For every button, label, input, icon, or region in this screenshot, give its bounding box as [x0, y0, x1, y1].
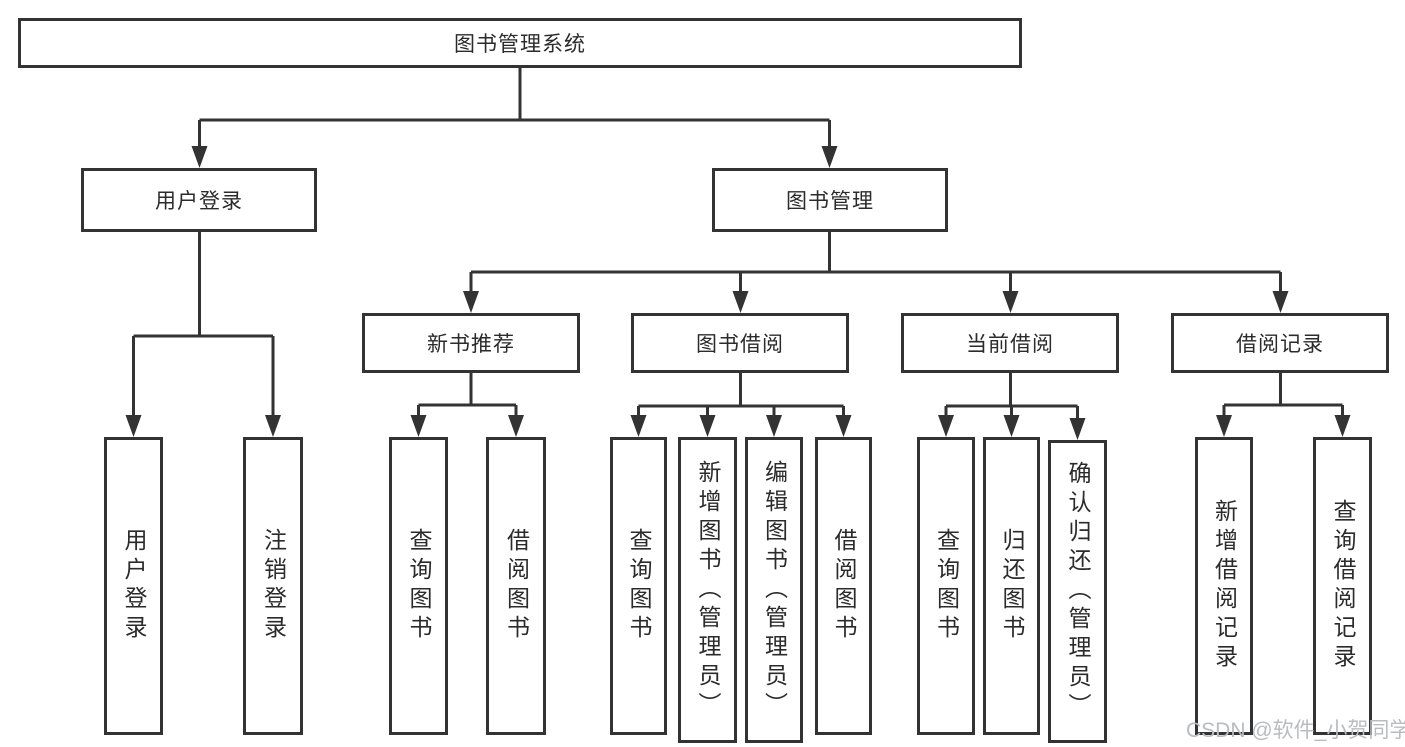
connector-user-login-to-leaves — [125, 232, 281, 437]
leaf-add-books-admin: 新增图书（管理员） — [678, 437, 737, 743]
node-book-management: 图书管理 — [712, 168, 948, 232]
leaf-user-login: 用户登录 — [104, 437, 163, 735]
connector-current-borrow-to-leaves — [938, 373, 1086, 440]
node-current-borrow: 当前借阅 — [901, 313, 1119, 373]
connector-borrow-records-to-leaves — [1216, 373, 1351, 437]
leaf-return-books: 归还图书 — [983, 437, 1040, 735]
leaf-borrow-books-2: 借阅图书 — [815, 437, 872, 735]
node-root-system: 图书管理系统 — [18, 18, 1022, 68]
leaf-edit-books-admin: 编辑图书（管理员） — [745, 437, 803, 743]
node-new-book-recommend: 新书推荐 — [362, 313, 580, 373]
node-book-borrow: 图书借阅 — [631, 313, 849, 373]
connector-book-mgmt-to-level3 — [463, 232, 1289, 313]
leaf-confirm-return-admin: 确认归还（管理员） — [1048, 440, 1107, 743]
connector-book-borrow-to-leaves — [630, 373, 852, 437]
connector-root-to-level2 — [191, 68, 838, 168]
leaf-query-books-3: 查询图书 — [917, 437, 975, 735]
leaf-query-borrow-record: 查询借阅记录 — [1313, 437, 1372, 735]
leaf-logout: 注销登录 — [243, 437, 303, 735]
leaf-query-books-2: 查询图书 — [610, 437, 667, 735]
node-borrow-records: 借阅记录 — [1171, 313, 1389, 373]
csdn-watermark: CSDN @软件_小贺同学 — [1186, 719, 1405, 742]
node-user-login: 用户登录 — [81, 168, 317, 232]
leaf-query-books-1: 查询图书 — [389, 437, 448, 735]
leaf-borrow-books-1: 借阅图书 — [486, 437, 546, 735]
leaf-add-borrow-record: 新增借阅记录 — [1195, 437, 1253, 735]
connector-new-book-rec-to-leaves — [410, 373, 524, 437]
